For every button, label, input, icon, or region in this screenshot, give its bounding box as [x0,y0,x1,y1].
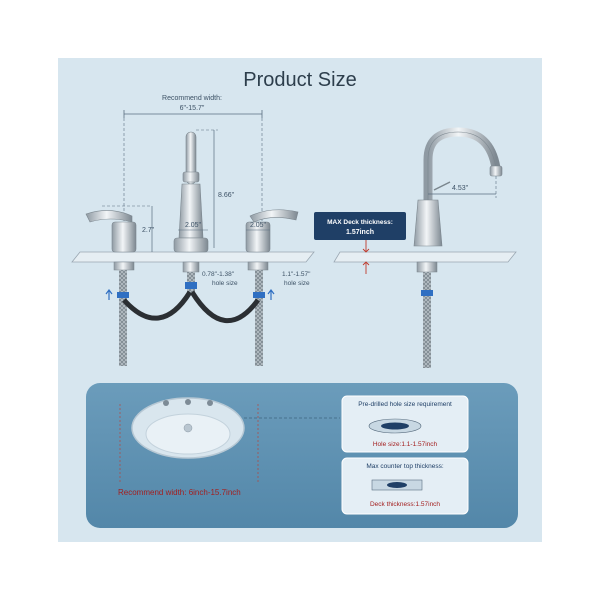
right-nut [247,261,269,271]
center-hole-size: 0.78"-1.38" [202,271,235,278]
max-deck-label: MAX Deck thickness: [327,219,393,226]
center-spout [173,131,209,253]
hole-size-value: Hole size:1.1-1.57inch [373,441,438,448]
hole-size-title: Pre-drilled hole size requirement [358,401,452,408]
installation-panel: Recommend width: 6inch-15.7inch Pre-dril… [86,383,518,528]
left-supply-hose [119,270,127,366]
max-deck-badge [314,212,406,240]
recommend-width-value: 6"-15.7" [180,105,205,112]
right-handle [245,209,299,253]
deck-thickness-title: Max counter top thickness: [366,463,444,470]
left-nut [113,261,135,271]
left-handle [85,210,137,253]
reach-value: 4.53" [452,185,469,192]
side-supply-hose [423,272,431,368]
page-title: Product Size [243,69,356,91]
center-hole-label: hole size [212,280,238,287]
side-hole-label: hole size [284,280,310,287]
right-supply-hose [255,270,263,366]
deck-thickness-value: Deck thickness:1.57inch [370,501,440,508]
deck-plate [71,251,315,263]
side-view: 4.53" MAX Deck thickness: 1.57inch [314,127,517,368]
center-base-diameter: 2.05" [185,222,202,229]
recommend-width-label: Recommend width: [162,95,222,102]
right-connect-hose [189,290,261,324]
spout-height-value: 8.66" [218,192,235,199]
center-nut [182,261,200,273]
right-base-diameter: 2.05" [250,222,267,229]
left-connect-hose [122,290,193,321]
side-hole-size: 1.1"-1.57" [282,271,311,278]
side-deck [333,251,517,263]
right-connector [253,292,265,298]
front-view: Recommend width: 6"-15.7" 8.66" 2.05" [71,95,315,366]
left-connector [117,292,129,298]
handle-height-value: 2.7" [142,227,155,234]
max-deck-value: 1.57inch [346,229,374,236]
recommend-width-note: Recommend width: 6inch-15.7inch [118,488,241,497]
